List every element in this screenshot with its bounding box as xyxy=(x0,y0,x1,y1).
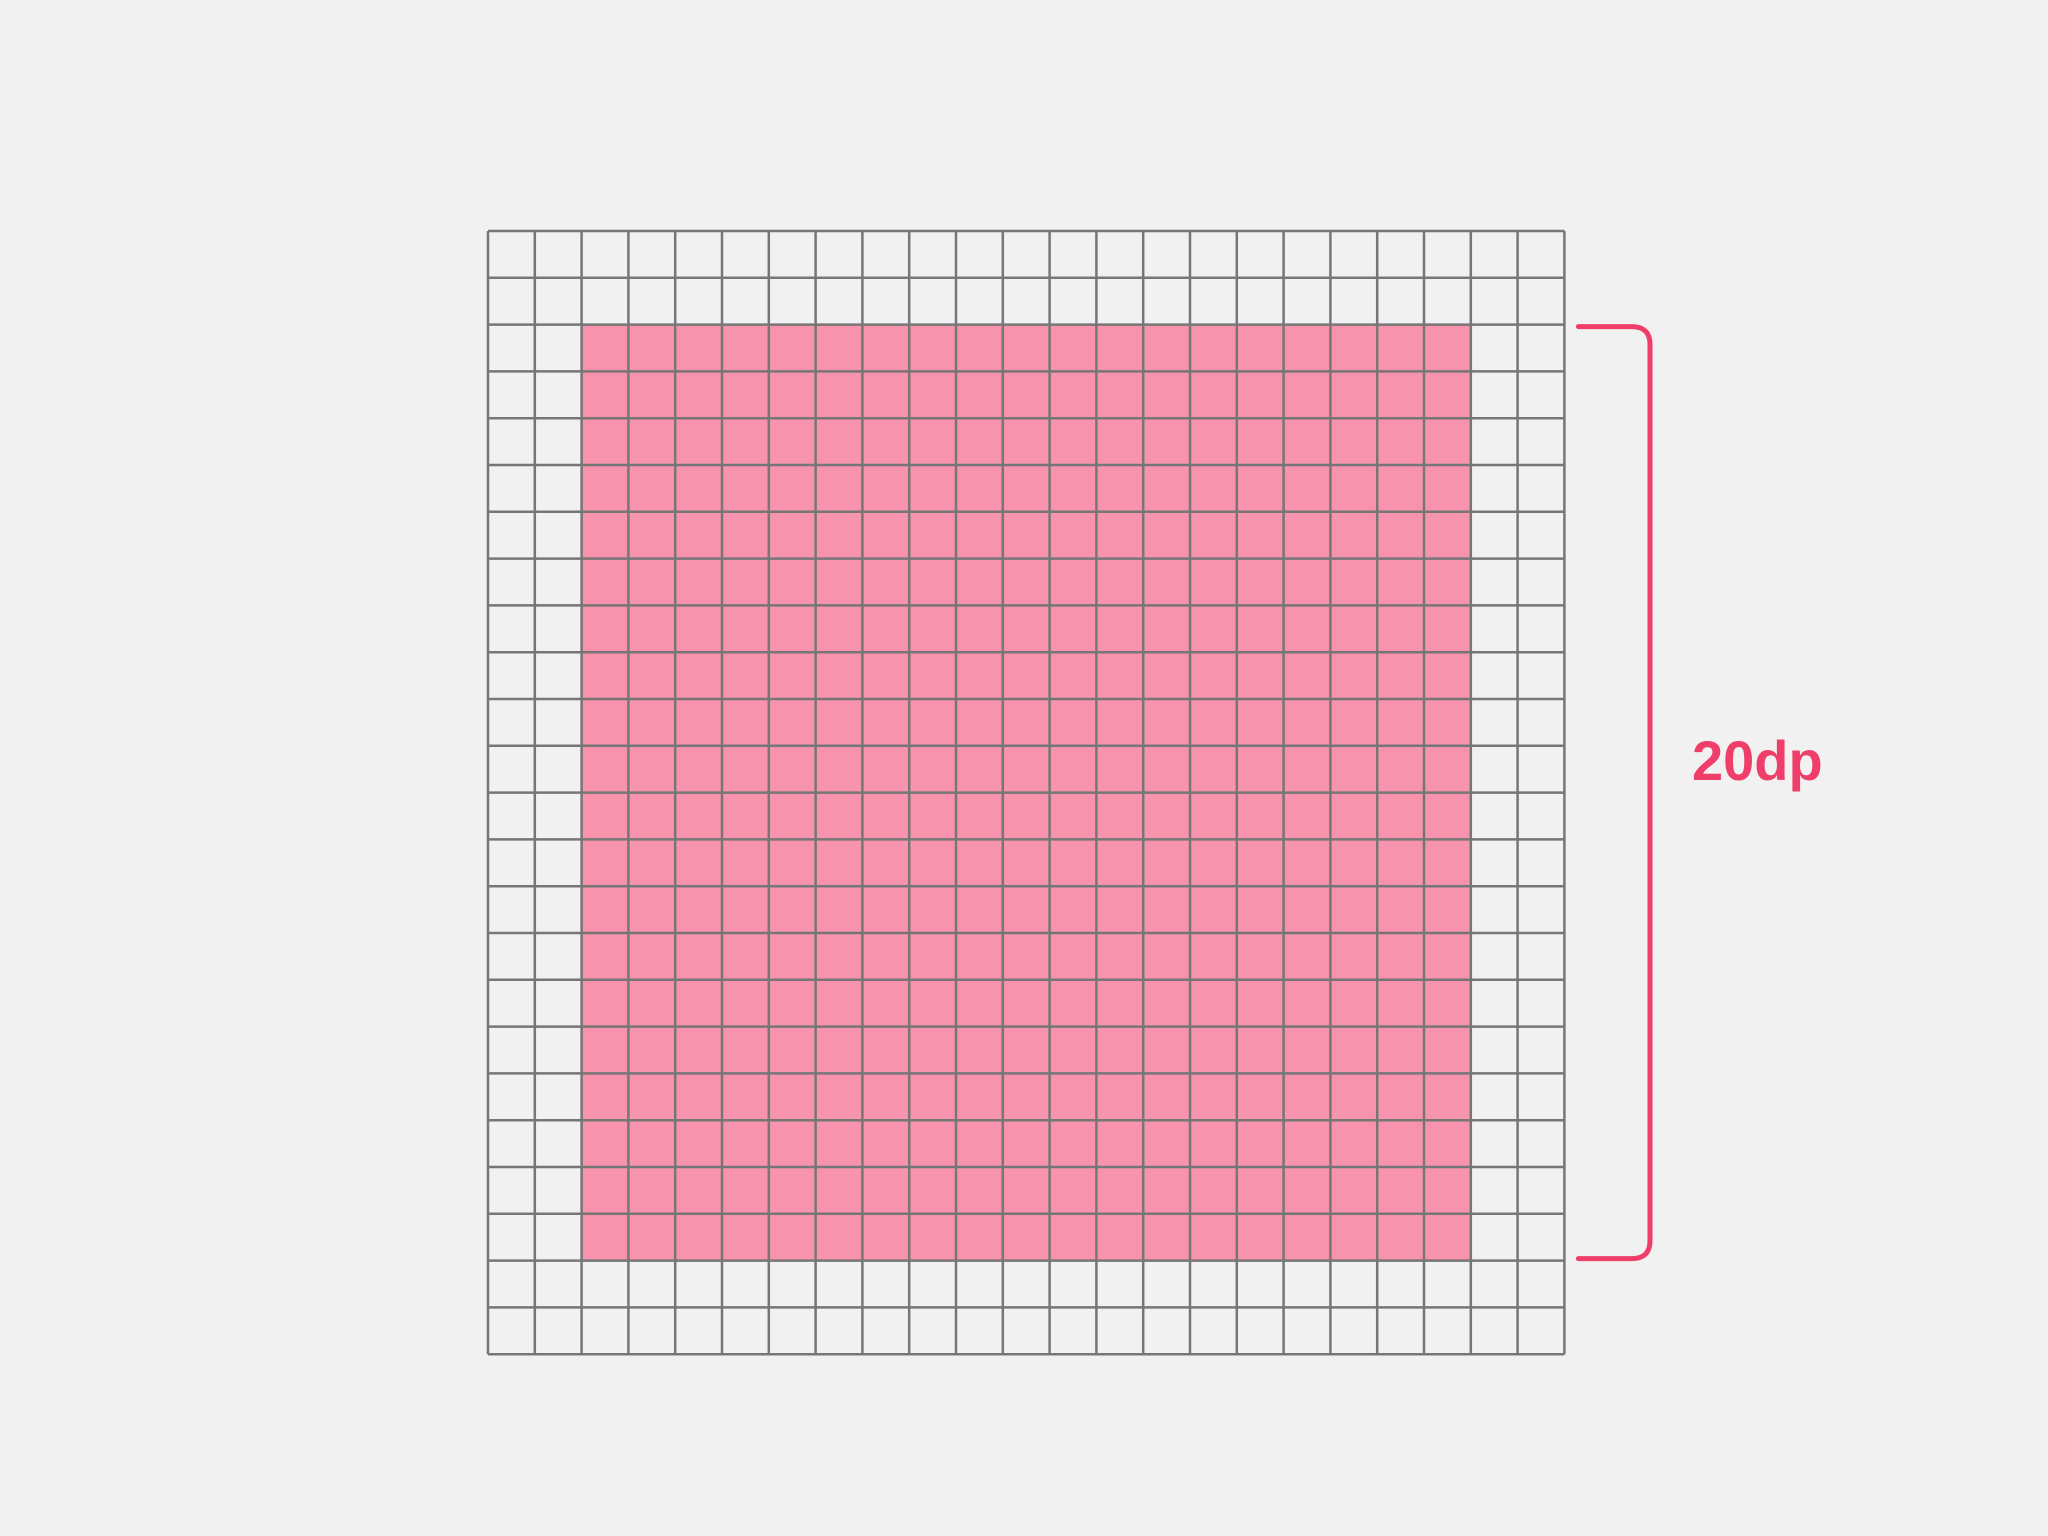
pixel-grid xyxy=(486,229,1566,1356)
bracket-line xyxy=(1575,324,1653,1262)
dimension-bracket: 20dp xyxy=(1575,324,1823,1262)
dimension-label: 20dp xyxy=(1692,729,1823,792)
